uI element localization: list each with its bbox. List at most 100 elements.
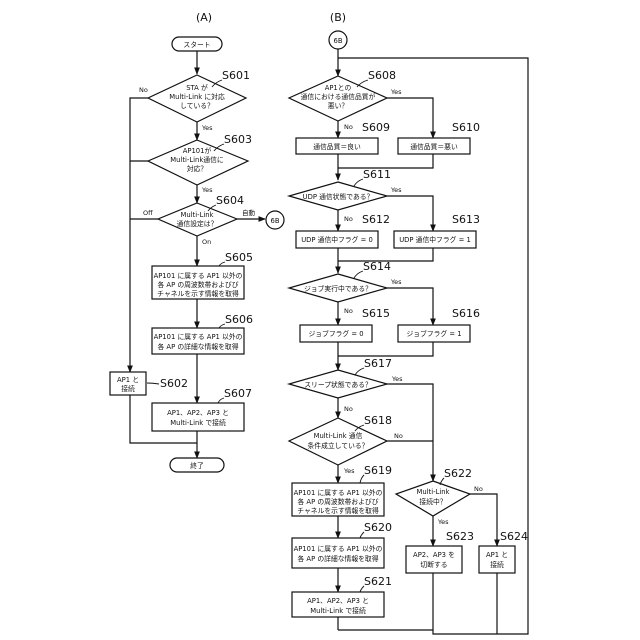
s613-text: UDP 通信中フラグ = 1	[399, 235, 471, 244]
s608-line-3: 悪い？	[328, 102, 348, 110]
s612-text: UDP 通信中フラグ = 0	[301, 235, 373, 244]
s614-leader	[354, 271, 363, 278]
s619-line-3: チャネルを示す情報を取得	[297, 506, 379, 515]
s616-text: ジョブフラグ = 1	[406, 329, 461, 338]
s606-line-2: 各 AP の詳細な情報を取得	[157, 342, 238, 351]
process-s606: AP101 に属する AP1 以外の 各 AP の詳細な情報を取得	[152, 328, 244, 354]
process-s613: UDP 通信中フラグ = 1	[394, 231, 476, 248]
panel-b-label: (B)	[330, 11, 346, 24]
s624-step-id: S624	[500, 530, 528, 543]
s602-line-1: AP1 と	[117, 376, 139, 384]
s620-leader	[360, 532, 364, 538]
s605-step-id: S605	[225, 251, 253, 264]
s603-yes-label: Yes	[201, 186, 213, 194]
s622-line-1: Multi-Link	[417, 488, 450, 496]
process-s602: AP1 と 接続	[110, 372, 146, 395]
s611-step-id: S611	[363, 168, 391, 181]
s601-no-label: No	[139, 86, 148, 94]
s601-line-2: Multi-Link に対応	[169, 92, 225, 101]
process-s607: AP1、AP2、AP3 と Multi-Link で接続	[152, 403, 244, 431]
s620-line-2: 各 AP の詳細な情報を取得	[297, 554, 378, 563]
s601-line-1: STA が	[186, 83, 208, 92]
s605-line-2: 各 AP の周波数帯およびび	[157, 280, 238, 289]
s602-line-2: 接続	[121, 384, 135, 393]
s601-yes-label: Yes	[201, 124, 213, 132]
s602-step-id: S602	[160, 377, 188, 390]
s622-line-2: 接続中？	[419, 497, 446, 506]
s617-leader	[355, 368, 364, 375]
s609-step-id: S609	[362, 121, 390, 134]
decision-s611: UDP 通信状態である？	[289, 182, 387, 210]
s606-step-id: S606	[225, 313, 253, 326]
connector-6b-b-label: 6B	[334, 37, 343, 45]
start-label: スタート	[183, 40, 210, 49]
s607-line-2: Multi-Link で接続	[170, 418, 226, 427]
decision-s608: AP1との 通信における通信品質が 悪い？	[289, 76, 387, 121]
s608-line-1: AP1との	[325, 84, 352, 92]
s602-leader	[147, 383, 159, 384]
process-s620: AP101 に属する AP1 以外の 各 AP の詳細な情報を取得	[292, 538, 384, 568]
s617-step-id: S617	[364, 357, 392, 370]
s618-line-1: Multi-Link 通信	[314, 431, 363, 440]
s621-step-id: S621	[364, 575, 392, 588]
s603-line-3: 対応？	[187, 164, 207, 173]
s615-text: ジョブフラグ = 0	[308, 329, 363, 338]
s608-no-label: No	[344, 123, 353, 131]
s615-step-id: S615	[362, 307, 390, 320]
s614-text: ジョブ実行中である？	[304, 284, 372, 293]
s614-step-id: S614	[363, 260, 391, 273]
s601-line-3: している？	[180, 102, 214, 110]
s618-no-label: No	[394, 432, 403, 440]
s606-leader	[219, 324, 225, 328]
process-s619: AP101 に属する AP1 以外の 各 AP の周波数帯およびび チャネルを示…	[292, 483, 384, 516]
decision-s622: Multi-Link 接続中？	[396, 481, 470, 516]
s611-leader	[354, 179, 363, 186]
s621-leader	[360, 586, 364, 592]
s619-step-id: S619	[364, 464, 392, 477]
s614-no-label: No	[344, 307, 353, 315]
s623-line-2: 切断する	[420, 560, 447, 569]
s604-off-label: Off	[143, 209, 153, 217]
process-s624: AP1 と 接続	[479, 546, 515, 573]
s612-step-id: S612	[362, 213, 390, 226]
s617-no-label: No	[344, 405, 353, 413]
s607-line-1: AP1、AP2、AP3 と	[167, 409, 229, 417]
s608-line-2: 通信における通信品質が	[301, 92, 376, 101]
decision-s604: Multi-Link 通信設定は？	[158, 203, 237, 236]
decision-s601: STA が Multi-Link に対応 している？	[148, 75, 246, 122]
decision-s614: ジョブ実行中である？	[289, 274, 387, 302]
s623-line-1: AP2、AP3 を	[413, 551, 455, 559]
s603-line-2: Multi-Link通信に	[170, 155, 224, 164]
s606-line-1: AP101 に属する AP1 以外の	[154, 332, 243, 341]
s621-line-2: Multi-Link で接続	[310, 606, 366, 615]
process-s605: AP101 に属する AP1 以外の 各 AP の周波数帯およびび チャネルを示…	[152, 266, 244, 299]
s605-line-1: AP101 に属する AP1 以外の	[154, 271, 243, 280]
s608-step-id: S608	[368, 69, 396, 82]
s616-step-id: S616	[452, 307, 480, 320]
s610-text: 通信品質＝悪い	[410, 142, 458, 151]
s604-line-2: 通信設定は？	[177, 219, 218, 228]
s607-leader	[218, 398, 224, 403]
s622-yes-label: Yes	[437, 518, 449, 526]
process-s623: AP2、AP3 を 切断する	[406, 546, 462, 573]
connector-6b-b: 6B	[329, 31, 347, 49]
s622-step-id: S622	[444, 467, 472, 480]
s620-line-1: AP101 に属する AP1 以外の	[294, 544, 383, 553]
s618-line-2: 条件成立している？	[308, 441, 369, 450]
s601-step-id: S601	[222, 69, 250, 82]
process-s615: ジョブフラグ = 0	[300, 325, 372, 342]
connector-6b-a-label: 6B	[271, 217, 280, 225]
s622-no-label: No	[474, 485, 483, 493]
s619-line-2: 各 AP の周波数帯およびび	[297, 497, 378, 506]
process-s621: AP1、AP2、AP3 と Multi-Link で接続	[292, 592, 384, 617]
s610-step-id: S610	[452, 121, 480, 134]
process-s616: ジョブフラグ = 1	[398, 325, 470, 342]
s609-text: 通信品質＝良い	[313, 142, 361, 151]
s611-text: UDP 通信状態である？	[303, 192, 374, 201]
s607-step-id: S607	[224, 387, 252, 400]
s605-leader	[219, 262, 225, 266]
connector-6b-a: 6B	[266, 211, 284, 229]
s604-line-1: Multi-Link	[181, 211, 214, 219]
s621-line-1: AP1、AP2、AP3 と	[307, 597, 369, 605]
s611-no-label: No	[344, 215, 353, 223]
